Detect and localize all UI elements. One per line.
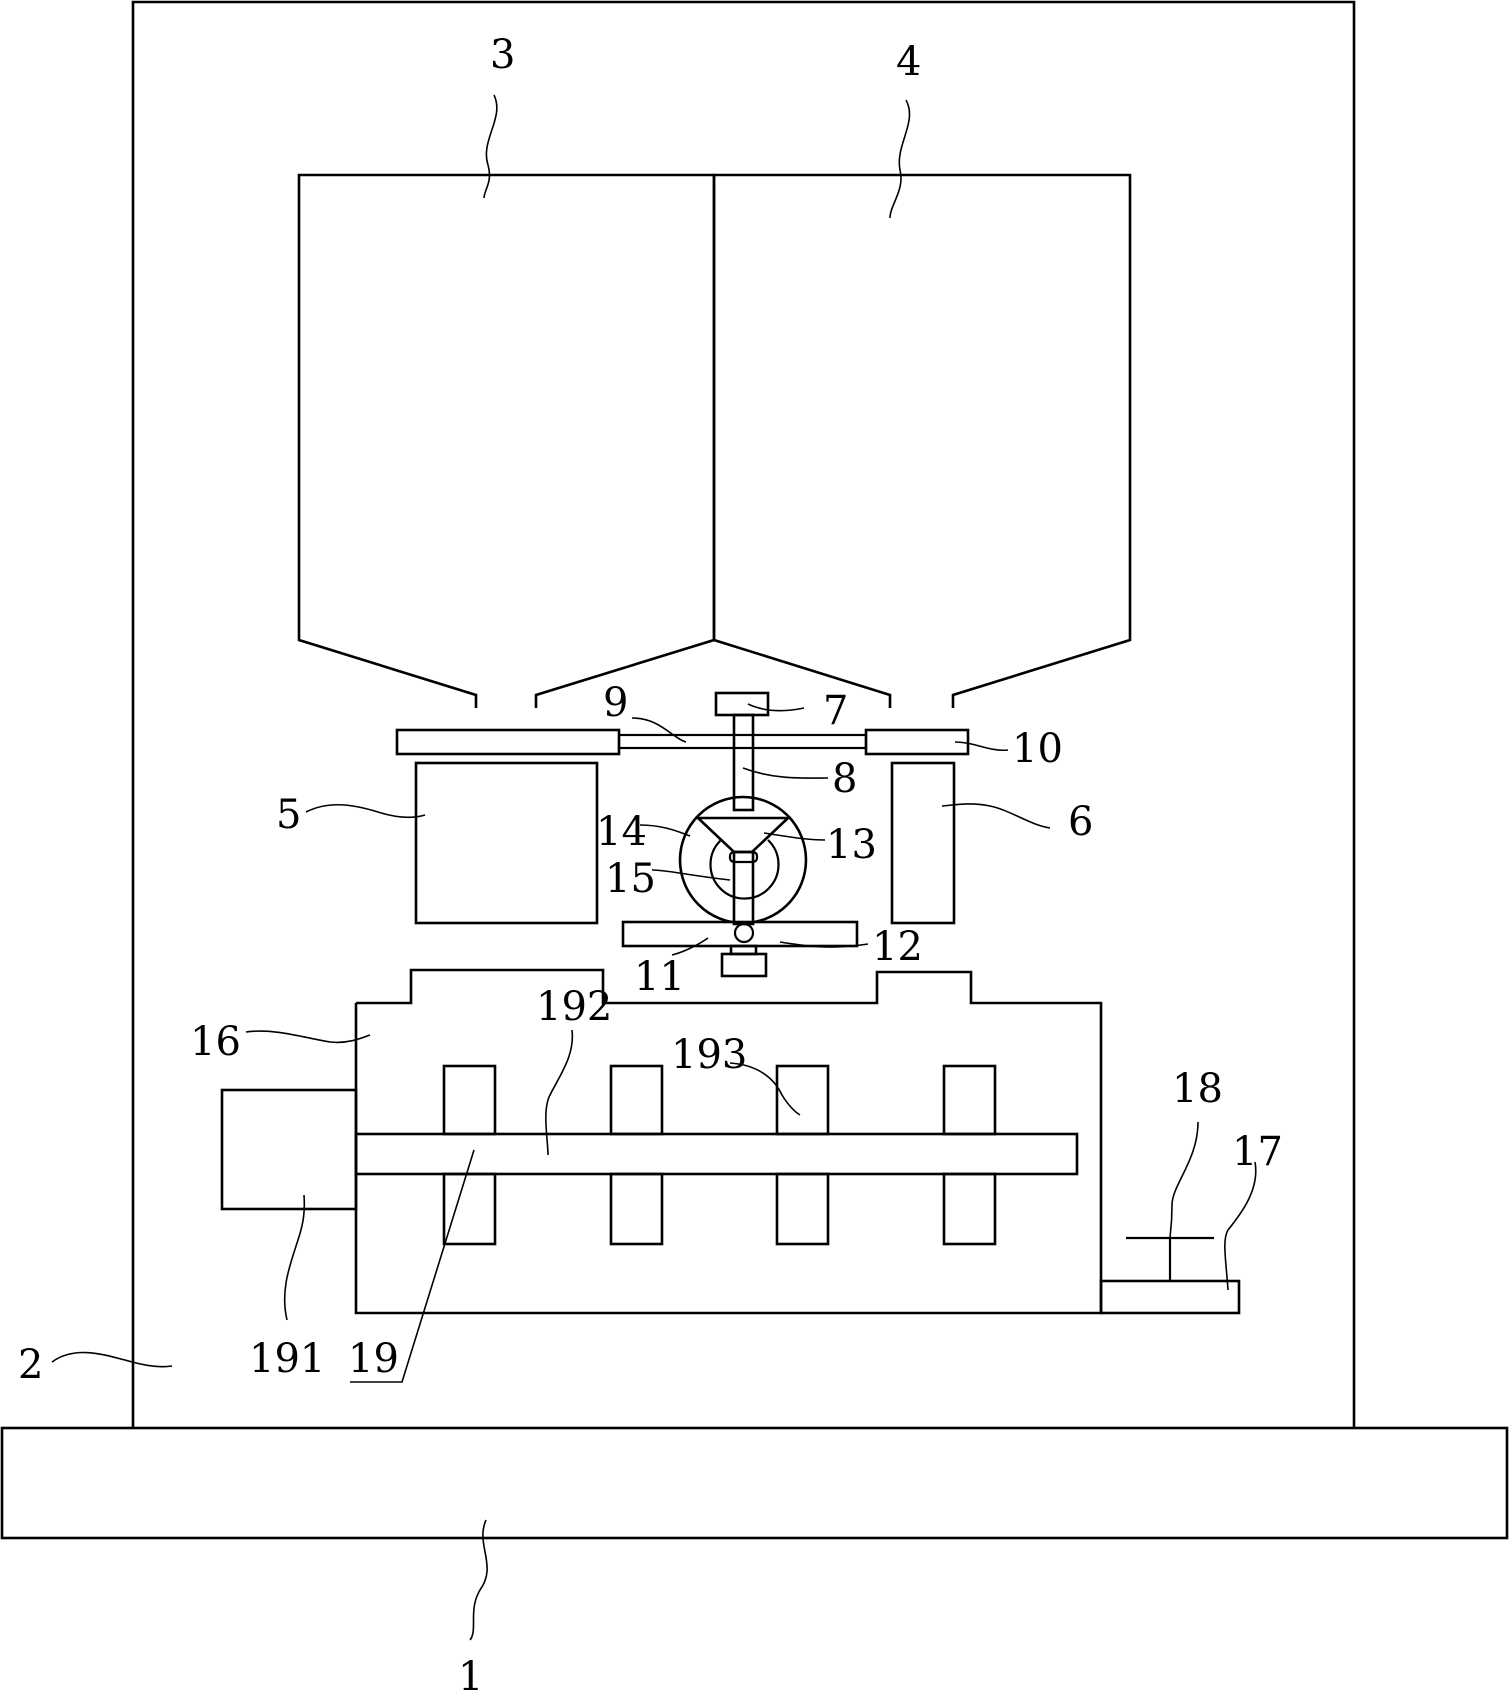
leader-15 [651,869,731,881]
label-19: 19 [348,1336,399,1382]
drive-motor [220,1088,358,1211]
label-193: 193 [671,1032,747,1078]
leader-4 [889,99,911,219]
label-13: 13 [826,822,877,868]
leader-10 [954,741,1009,752]
motor-top [714,691,770,717]
blade [442,1172,497,1246]
leader-5 [305,803,426,819]
label-2: 2 [18,1342,43,1388]
label-9: 9 [603,680,628,726]
label-8: 8 [832,756,857,802]
label-191: 191 [249,1336,325,1382]
small-gear [733,922,755,944]
mixing-box [354,968,1103,1315]
label-18: 18 [1172,1066,1223,1112]
blade [775,1172,830,1246]
blade [942,1064,997,1136]
blade [609,1064,664,1136]
label-192: 192 [536,984,612,1030]
container-left [414,761,599,925]
leader-9 [631,717,687,743]
leader-192 [545,1029,574,1156]
stirring-shaft [354,1132,1079,1176]
discharge-pipe [1099,1279,1241,1315]
leader-2 [51,1351,173,1368]
label-7: 7 [823,688,848,734]
label-15: 15 [605,856,656,902]
label-11: 11 [634,954,685,1000]
blade [775,1064,830,1136]
leader-lines [51,94,1257,1641]
leader-8 [742,767,829,779]
leader-17 [1224,1161,1257,1291]
label-5: 5 [276,792,301,838]
leader-6 [941,803,1051,829]
part-labels: 1 2 3 4 5 6 7 8 9 10 11 12 13 14 15 16 1… [18,32,1283,1696]
label-17: 17 [1232,1129,1283,1175]
blade [609,1172,664,1246]
leader-16 [245,1030,371,1044]
frame [131,0,1356,1428]
label-6: 6 [1068,799,1093,845]
leader-13 [763,832,826,841]
inner-arc [709,839,780,900]
leader-14 [639,824,691,837]
hopper-right [712,173,1132,708]
label-16: 16 [190,1019,241,1065]
label-1: 1 [458,1654,483,1696]
connecting-rod [617,733,868,750]
shaft-bushing [728,850,759,864]
blade [942,1172,997,1246]
small-motor-base [720,952,768,978]
leader-7 [747,703,805,712]
label-14: 14 [596,809,647,855]
label-12: 12 [872,924,923,970]
leader-12 [779,941,869,948]
blade [442,1064,497,1136]
leader-1 [469,1519,488,1641]
slide-bar-left [395,728,621,756]
leader-18 [1169,1121,1199,1239]
leader-11 [671,937,709,956]
label-10: 10 [1012,726,1063,772]
hopper-left [297,173,716,708]
base-plate [0,1426,1509,1540]
vertical-shaft [732,713,755,812]
leader-193 [729,1062,801,1116]
stirring-blades [442,1064,997,1246]
leader-19 [350,1149,475,1383]
leader-3 [483,94,498,199]
outer-disk [678,795,808,925]
slide-block-right [864,728,970,756]
guide-block-right [890,761,956,925]
label-3: 3 [490,32,515,78]
label-4: 4 [896,39,921,85]
leader-191 [283,1194,306,1321]
